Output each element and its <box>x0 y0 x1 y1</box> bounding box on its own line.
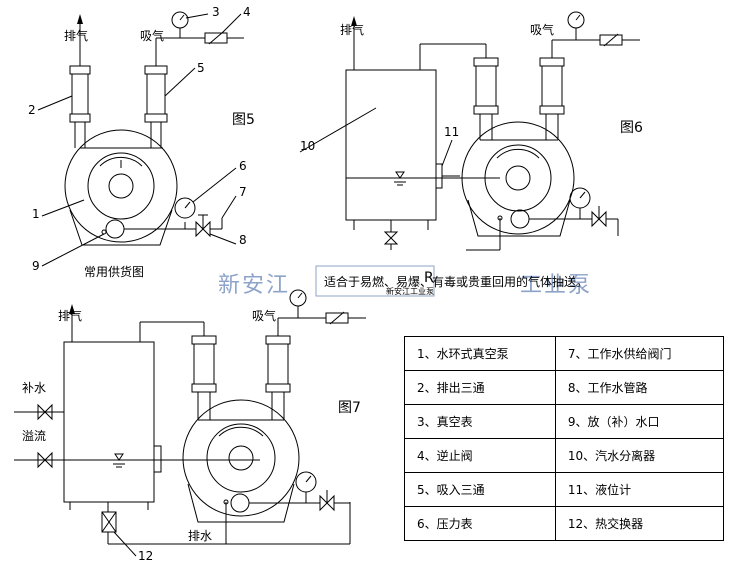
fig5-callout-8: 8 <box>239 233 247 247</box>
fig6-callout-11: 11 <box>444 125 459 139</box>
legend-cell: 12、热交换器 <box>554 506 725 541</box>
fig5-suction-tee <box>146 73 166 115</box>
fig5-water-port <box>105 219 125 239</box>
fig5-pressure-gauge <box>174 197 196 219</box>
fig5-callout-6: 6 <box>239 159 247 173</box>
fig5-suction-label: 吸气 <box>140 28 164 43</box>
fig7-pressure-gauge <box>295 471 317 493</box>
fig6-water-valve <box>591 210 607 228</box>
fig7-overflow-label: 溢流 <box>22 429 46 443</box>
fig5-pump-casing <box>64 129 178 243</box>
fig7-vacuum-gauge <box>289 289 307 307</box>
fig6-exhaust-arrowhead <box>351 16 357 26</box>
fig7-suction-label: 吸气 <box>252 308 276 323</box>
fig7-overflow-valve <box>37 451 53 469</box>
fig7-level-gauge <box>153 445 162 473</box>
fig5-pump-base <box>69 209 173 246</box>
fig7-water-valve <box>319 494 335 512</box>
figure-6: 排气 吸气 <box>299 11 643 251</box>
fig6-exhaust-label: 排气 <box>340 22 364 37</box>
watermark-logo-letter: R <box>424 270 434 286</box>
fig5-pump-impeller <box>87 152 155 220</box>
fig7-suction-tee <box>267 343 289 385</box>
legend-cell: 7、工作水供给阀门 <box>554 336 725 371</box>
fig5-exhaust-arrowhead <box>77 14 83 24</box>
legend-cell: 1、水环式真空泵 <box>404 336 556 371</box>
fig5-callout-5: 5 <box>197 61 205 75</box>
fig5-exhaust-tee <box>71 73 89 115</box>
legend-cell: 11、液位计 <box>554 472 725 507</box>
fig5-suction-flange-bottom <box>144 113 168 123</box>
figure-7: 排气 吸气 补水 溢流 <box>14 289 366 563</box>
watermark-logo-small: 新安江工业泵 <box>386 286 434 296</box>
fig5-callout-9: 9 <box>32 259 40 273</box>
fig6-title: 图6 <box>620 120 643 136</box>
fig7-callout-12: 12 <box>138 549 153 563</box>
fig7-title: 图7 <box>338 400 361 416</box>
fig5-callout-7: 7 <box>239 185 247 199</box>
fig5-caption: 常用供货图 <box>84 264 144 279</box>
fig6-suction-label: 吸气 <box>530 22 554 37</box>
legend-cell: 9、放（补）水口 <box>554 404 725 439</box>
fig5-water-supply-valve <box>195 220 211 238</box>
fig6-pressure-gauge <box>569 187 591 209</box>
fig6-level-gauge <box>435 163 443 189</box>
fig7-makeup-water-label: 补水 <box>22 381 46 395</box>
fig6-drain-valve <box>383 231 399 245</box>
fig5-vacuum-gauge <box>171 11 189 29</box>
watermark: 新安江 R 新安江工业泵 工业泵 <box>218 265 592 298</box>
fig5-callout-4: 4 <box>243 5 251 19</box>
fig6-separator-tank <box>345 69 437 221</box>
fig6-vacuum-gauge <box>567 11 585 29</box>
fig6-suction-tee <box>541 65 563 107</box>
watermark-text-left: 新安江 <box>218 273 290 298</box>
fig5-callout-2: 2 <box>28 103 36 117</box>
fig5-exhaust-flange-bottom <box>69 113 91 123</box>
legend-cell: 6、压力表 <box>404 506 556 541</box>
fig7-exhaust-arrowhead <box>69 304 75 314</box>
fig6-pump-casing <box>461 121 575 235</box>
legend-cell: 3、真空表 <box>404 404 556 439</box>
watermark-logo <box>315 265 435 297</box>
figure-5: 排气 吸气 <box>28 5 255 279</box>
legend-cell: 2、排出三通 <box>404 370 556 405</box>
fig7-separator-tank <box>63 341 155 503</box>
fig5-exhaust-label: 排气 <box>64 28 88 43</box>
fig6-note: 适合于易燃、易爆、有毒或贵重回用的气体抽送。 <box>324 274 588 289</box>
legend-cell: 5、吸入三通 <box>404 472 556 507</box>
fig7-makeup-valve <box>37 403 53 421</box>
fig5-callout-1: 1 <box>32 207 40 221</box>
legend-cell: 8、工作水管路 <box>554 370 725 405</box>
fig5-exhaust-flange-top <box>69 65 91 75</box>
fig5-callout-3: 3 <box>212 5 220 19</box>
watermark-text-right: 工业泵 <box>520 273 592 298</box>
fig5-pump-shaft <box>108 173 134 199</box>
fig5-suction-flange-top <box>144 65 168 75</box>
fig5-title: 图5 <box>232 112 255 128</box>
fig7-heat-exchanger <box>101 511 117 533</box>
legend-cell: 4、逆止阀 <box>404 438 556 473</box>
fig7-drain-label: 排水 <box>188 529 212 543</box>
fig7-exhaust-label: 排气 <box>58 308 82 323</box>
fig7-exhaust-tee <box>193 343 215 385</box>
legend-cell: 10、汽水分离器 <box>554 438 725 473</box>
fig6-exhaust-tee <box>475 65 497 107</box>
fig7-pump-casing <box>182 399 300 517</box>
